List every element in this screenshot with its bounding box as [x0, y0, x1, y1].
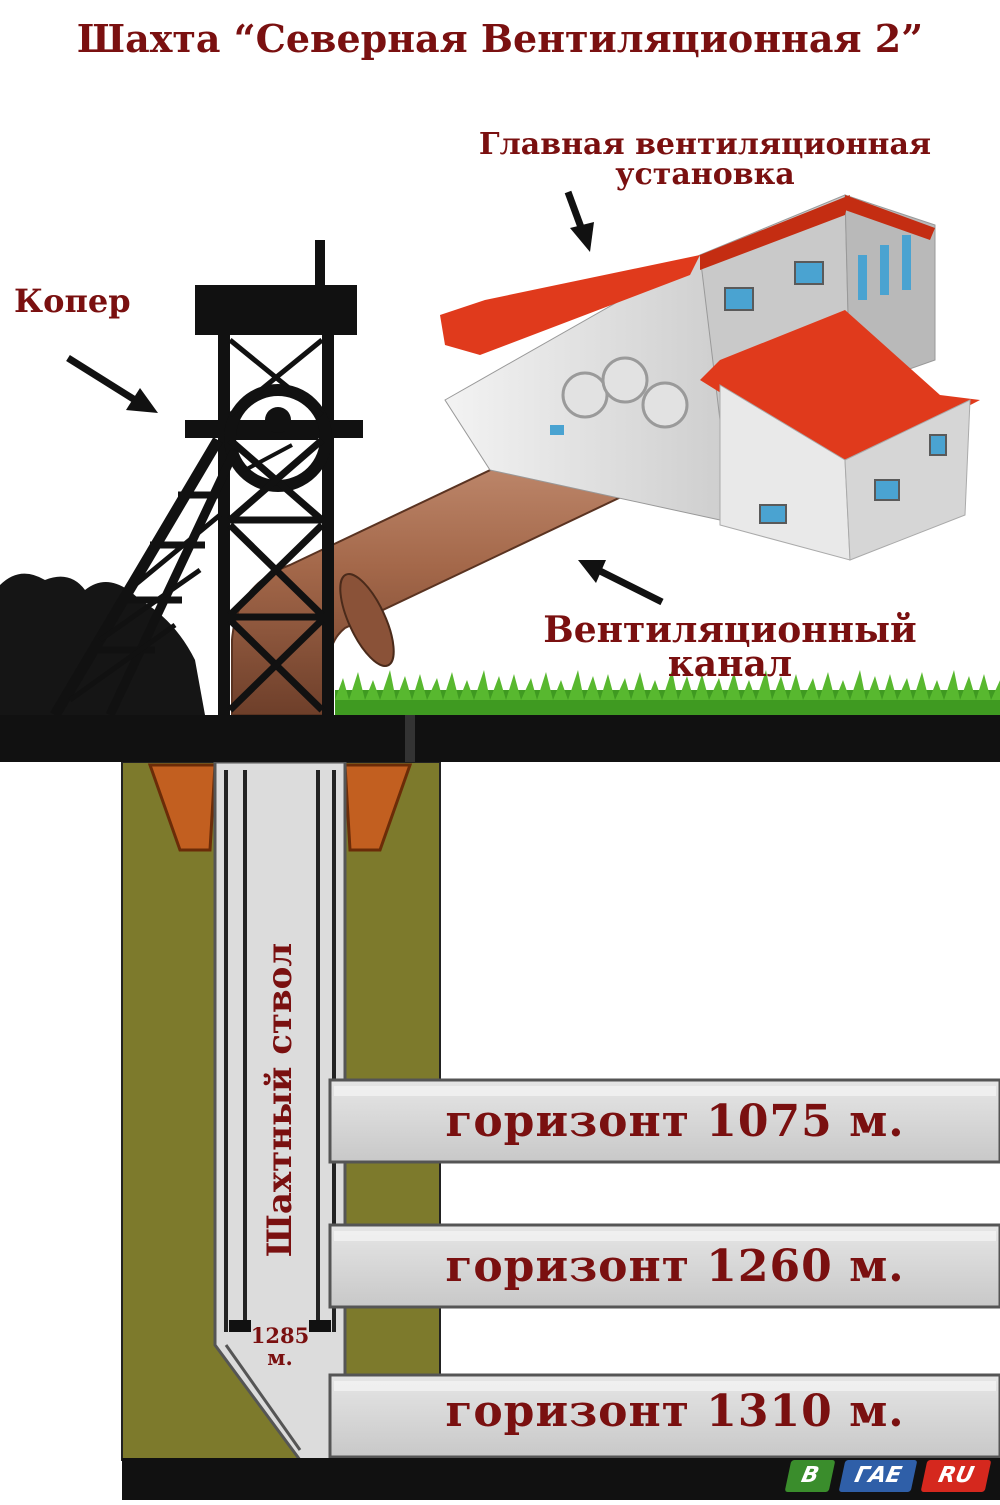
horizon-label-1260: горизонт 1260 м. — [445, 1241, 905, 1292]
headframe — [50, 240, 363, 718]
logo-part-ru: RU — [920, 1460, 992, 1492]
shaft-depth-value: 1285 — [250, 1323, 310, 1348]
label-headframe: Копер — [14, 282, 131, 320]
horizon-label-1310: горизонт 1310 м. — [445, 1386, 905, 1437]
horizon-tunnel-1260 — [328, 1223, 1000, 1309]
label-main-fan-line2: установка — [615, 157, 795, 192]
ground-surface — [0, 715, 1000, 762]
horizon-tunnel-1075 — [328, 1078, 1000, 1164]
logo-part-gae: ГАЕ — [838, 1460, 918, 1492]
label-shaft-depth: 1285 м. — [247, 1325, 313, 1369]
label-main-fan: Главная вентиляционная установка — [445, 130, 965, 190]
label-duct-line1: Вентиляционный — [543, 609, 917, 651]
arrow-headframe — [66, 355, 158, 413]
arrow-duct — [578, 560, 664, 606]
page-title: Шахта “Северная Вентиляционная 2” — [76, 16, 924, 61]
horizon-label-1075: горизонт 1075 м. — [445, 1096, 905, 1147]
label-main-fan-line1: Главная вентиляционная — [478, 127, 932, 162]
logo-part-v: В — [784, 1460, 836, 1492]
arrow-main-fan — [564, 190, 594, 252]
label-shaft: Шахтный ствол — [260, 942, 300, 1258]
fan-building — [440, 194, 980, 561]
label-duct: Вентиляционный канал — [505, 609, 955, 685]
label-duct-line2: канал — [667, 643, 793, 685]
horizon-tunnel-1310 — [328, 1373, 1000, 1459]
shaft-depth-unit: м. — [267, 1345, 293, 1370]
shaft-collar — [147, 763, 413, 852]
